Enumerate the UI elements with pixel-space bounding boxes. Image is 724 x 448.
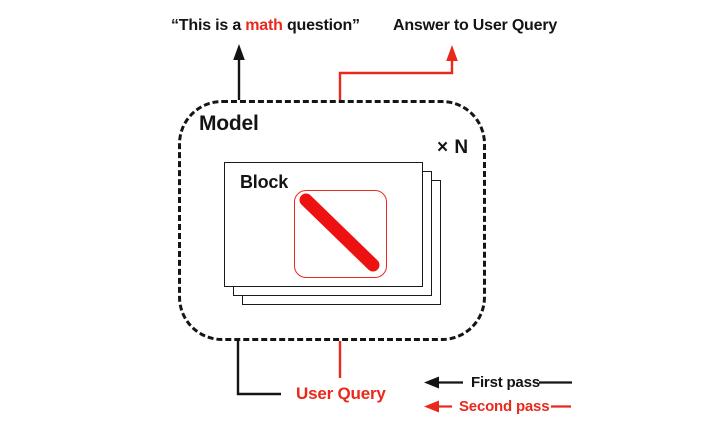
first-pass-output-text: “This is a math question”: [171, 17, 360, 35]
slash-icon: [299, 193, 380, 272]
repeat-n-label: × N: [437, 137, 469, 158]
second-pass-output-arrow: [338, 45, 458, 100]
model-dashed-box: [178, 100, 486, 341]
quote-highlight-math: math: [245, 17, 283, 34]
quote-suffix: question”: [282, 17, 360, 34]
first-pass-output-arrow: [233, 44, 245, 100]
second-pass-output-text: Answer to User Query: [393, 17, 558, 34]
user-query-label: User Query: [296, 384, 386, 403]
legend-second-pass-label: Second pass: [459, 398, 550, 415]
legend-first-pass-label: First pass: [471, 374, 540, 391]
block-label: Block: [240, 172, 289, 192]
model-label: Model: [199, 112, 259, 135]
skipped-module-box: [294, 190, 387, 278]
first-pass-input-line: [236, 341, 281, 396]
quote-prefix: “This is a: [171, 17, 246, 34]
